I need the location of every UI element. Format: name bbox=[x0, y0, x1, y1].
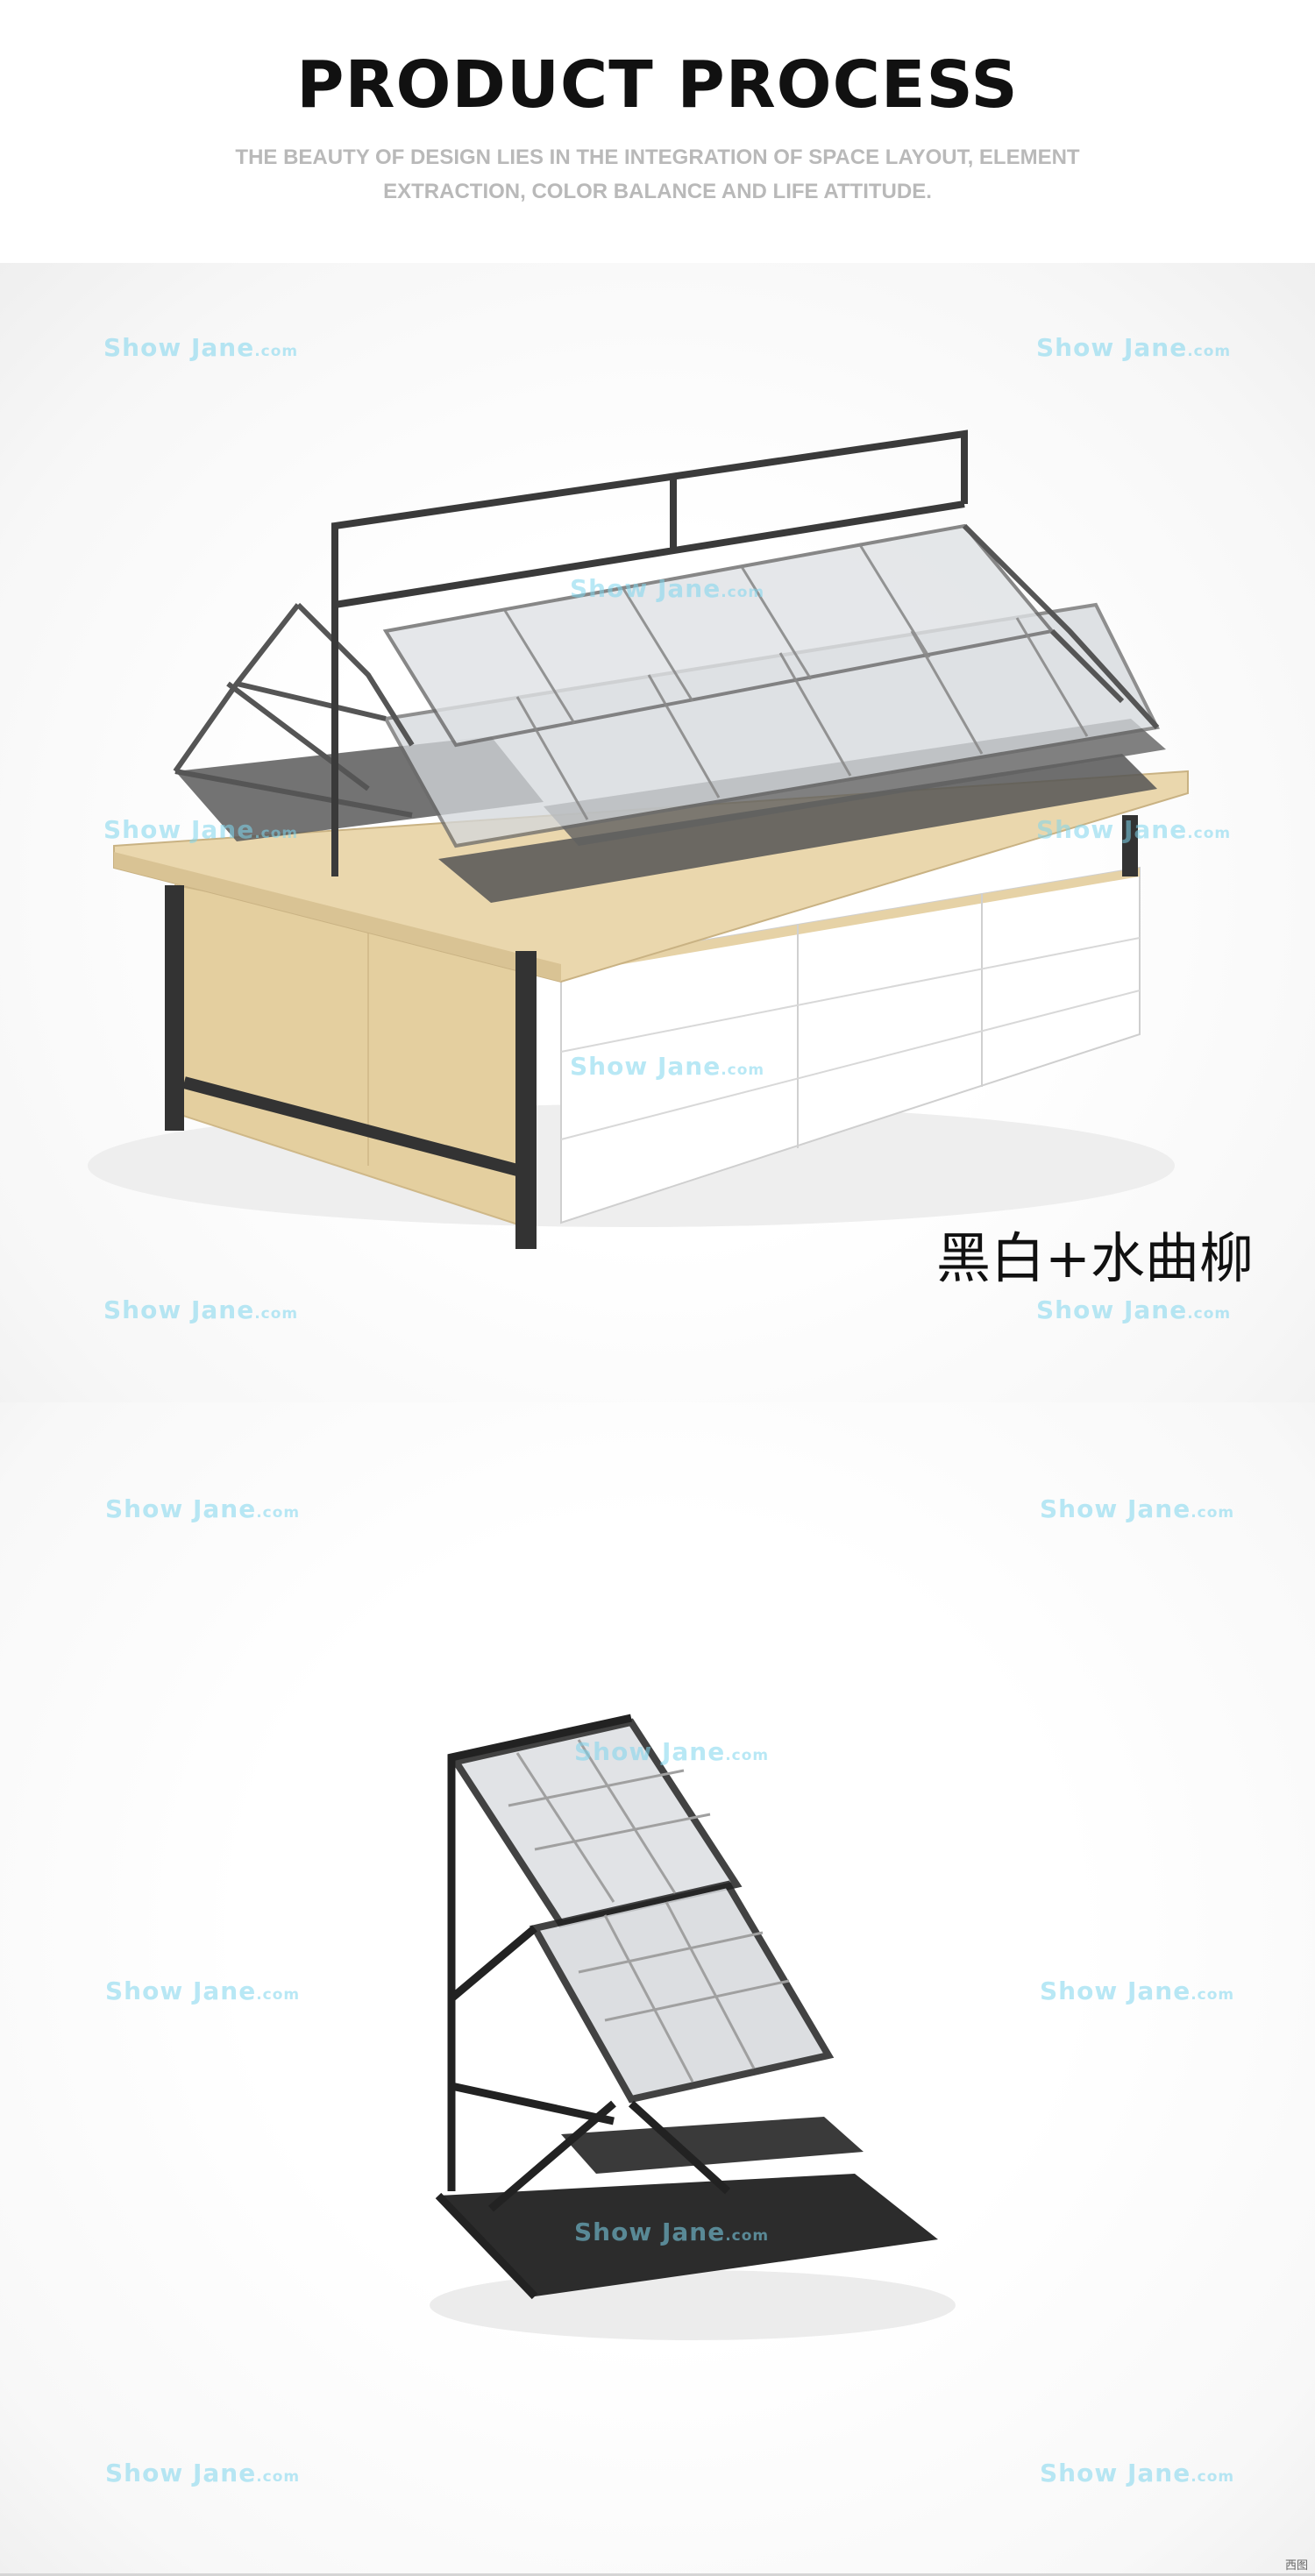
watermark: Show Jane.com bbox=[105, 1494, 301, 1523]
watermark: Show Jane.com bbox=[570, 1052, 765, 1081]
watermark: Show Jane.com bbox=[1036, 333, 1232, 362]
watermark: Show Jane.com bbox=[103, 815, 299, 844]
glass-bin-upper bbox=[450, 1718, 743, 1928]
watermark: Show Jane.com bbox=[103, 1295, 299, 1324]
glass-bin-lower bbox=[529, 1880, 835, 2104]
watermark: Show Jane.com bbox=[1040, 1976, 1235, 2005]
bottom-tray bbox=[438, 2174, 938, 2296]
watermark: Show Jane.com bbox=[105, 2459, 301, 2487]
watermark: Show Jane.com bbox=[1036, 1295, 1232, 1324]
white-drawer-cabinet bbox=[560, 866, 1141, 1224]
corner-mark: 西图 bbox=[1284, 2559, 1308, 2572]
middle-tray bbox=[561, 2117, 864, 2174]
watermark: Show Jane.com bbox=[103, 333, 299, 362]
watermark: Show Jane.com bbox=[1040, 1494, 1235, 1523]
rack-frame bbox=[435, 1714, 731, 2300]
page-title: PRODUCT PROCESS bbox=[296, 47, 1019, 123]
watermark: Show Jane.com bbox=[574, 1737, 770, 1766]
watermark: Show Jane.com bbox=[105, 1976, 301, 2005]
overhead-sign-frame bbox=[331, 429, 968, 876]
bottom-divider bbox=[0, 2573, 1315, 2576]
watermark: Show Jane.com bbox=[1040, 2459, 1235, 2487]
island-display-illustration bbox=[88, 429, 1189, 1249]
page-subtitle: THE BEAUTY OF DESIGN LIES IN THE INTEGRA… bbox=[235, 145, 1080, 203]
leg-center-front bbox=[515, 951, 537, 1249]
leg-left-front bbox=[165, 885, 184, 1131]
watermark: Show Jane.com bbox=[574, 2218, 770, 2246]
watermark: Show Jane.com bbox=[1036, 815, 1232, 844]
watermark: Show Jane.com bbox=[570, 574, 765, 603]
material-caption: 黑白+水曲柳 bbox=[936, 1226, 1254, 1290]
rack-side-frame bbox=[173, 602, 415, 818]
